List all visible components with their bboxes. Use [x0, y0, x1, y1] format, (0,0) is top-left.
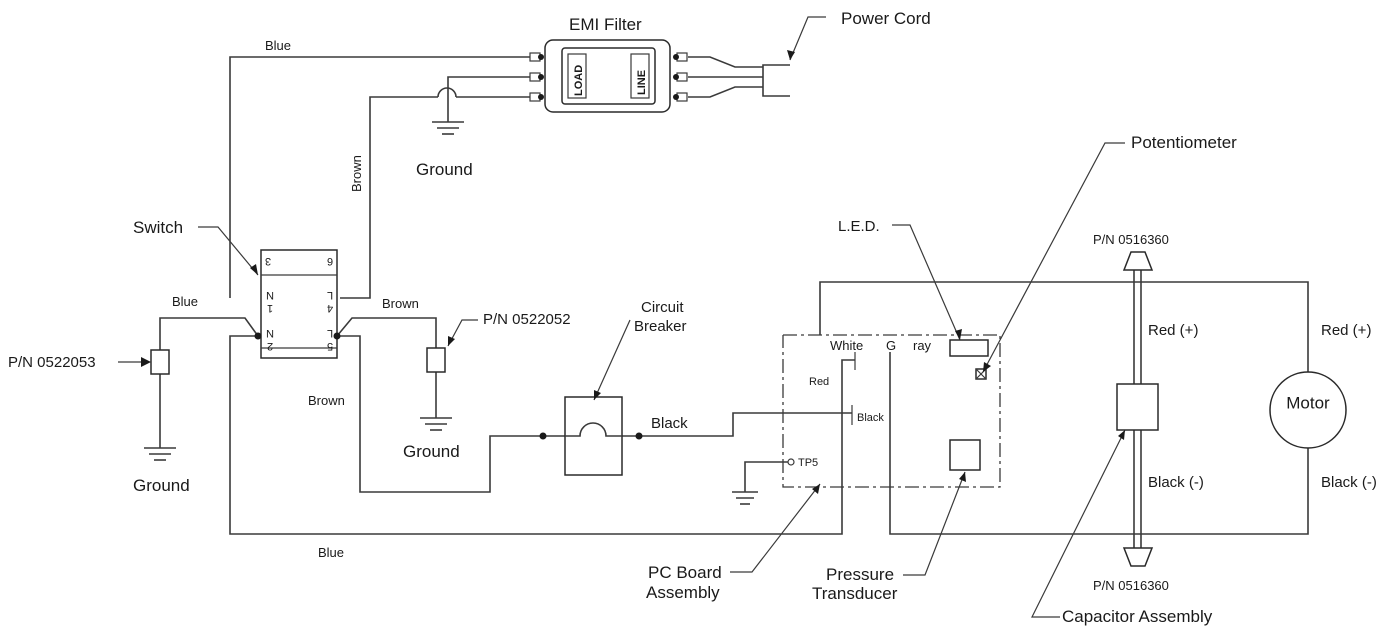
wire-black-breaker [622, 412, 852, 437]
wire-blue-bottom-label: Blue [318, 545, 344, 560]
wire-red-plus-motor-label: Red (+) [1321, 322, 1371, 339]
circuit-breaker [539, 396, 643, 476]
power-cord-label: Power Cord [841, 9, 931, 28]
wire-gray [889, 352, 1137, 535]
ground-symbol-mid [420, 417, 452, 431]
wire-brown-vertical-label: Brown [349, 155, 364, 192]
wire-tp5 [744, 461, 788, 492]
pn-0516360-bottom-label: P/N 0516360 [1093, 578, 1169, 593]
switch-pin-n2: N [266, 327, 274, 339]
pn-0516360-top-label: P/N 0516360 [1093, 232, 1169, 247]
emi-line-text: LINE [636, 70, 648, 95]
wire-blue-top [229, 56, 530, 298]
wire-red-loop [819, 281, 1309, 372]
wire-ray-label: ray [913, 338, 932, 353]
circuit-breaker-label-1: Circuit [641, 299, 684, 316]
pc-board [782, 334, 1001, 488]
wire-white-label: White [830, 338, 863, 353]
pressure-transducer-label-1: Pressure [826, 565, 894, 584]
wire-blue-left [159, 317, 259, 350]
power-cord-plug [762, 64, 790, 97]
pressure-transducer [949, 439, 981, 471]
led-label: L.E.D. [838, 218, 880, 235]
connector-0522052 [426, 347, 446, 373]
capacitor-assembly-label: Capacitor Assembly [1062, 607, 1213, 626]
wire-red-plus-cap-label: Red (+) [1148, 322, 1198, 339]
switch-pin-6: 6 [327, 255, 333, 267]
pc-board-label-2: Assembly [646, 583, 720, 602]
wire-brown-hop [437, 87, 457, 98]
wire-cord-top [688, 56, 763, 68]
pn-0522052-label: P/N 0522052 [483, 311, 571, 328]
wires [159, 56, 1309, 548]
wire-blue-top-label: Blue [265, 38, 291, 53]
wire-brown-lower-label: Brown [308, 393, 345, 408]
wire-black-breaker-label: Black [651, 415, 688, 432]
wire-brown-lower [337, 335, 565, 493]
wire-black-minus-cap-label: Black (-) [1148, 474, 1204, 491]
emi-load-text: LOAD [573, 65, 585, 96]
pressure-transducer-label-2: Transducer [812, 584, 898, 603]
potentiometer-label: Potentiometer [1131, 133, 1237, 152]
leader-lines [118, 16, 1126, 618]
emi-filter-title: EMI Filter [569, 15, 642, 34]
labels: EMI Filter Power Cord Blue Brown Ground … [8, 9, 1377, 626]
wire-black-motor [1137, 448, 1309, 535]
wire-brown-top [340, 96, 438, 299]
circuit-breaker-label-2: Breaker [634, 318, 687, 335]
switch-label: Switch [133, 218, 183, 237]
wire-blue-left-label: Blue [172, 294, 198, 309]
switch-pin-2: 2 [267, 340, 273, 352]
wire-blue-bottom [229, 335, 855, 535]
switch: 3 6 N L 1 4 N L 2 5 [254, 249, 341, 359]
ground-symbol-tp5 [732, 491, 758, 505]
switch-pin-1: 1 [267, 302, 273, 314]
wire-g-label: G [886, 338, 896, 353]
wire-cord-bot [688, 86, 763, 98]
switch-pin-3: 3 [265, 255, 271, 267]
connector-0522053 [150, 349, 170, 375]
wire-black-minus-motor-label: Black (-) [1321, 474, 1377, 491]
wire-emi-ground [447, 76, 530, 122]
ground-label-emi: Ground [416, 160, 473, 179]
led [949, 339, 989, 357]
wire-black-pcb-label: Black [857, 412, 884, 424]
tp5-label: TP5 [798, 457, 818, 469]
wire-brown-right [336, 317, 437, 348]
motor-label: Motor [1286, 393, 1330, 412]
ground-label-left: Ground [133, 476, 190, 495]
switch-pin-n1: N [266, 289, 274, 301]
switch-pin-5: 5 [327, 340, 333, 352]
wire-brown-right-label: Brown [382, 296, 419, 311]
ground-symbol-left [144, 447, 176, 461]
switch-pin-4: 4 [327, 302, 333, 314]
emi-filter: LOAD LINE [529, 39, 688, 113]
ground-label-mid: Ground [403, 442, 460, 461]
wire-red-pcb-label: Red [809, 376, 829, 388]
capacitor-assembly [1116, 251, 1159, 567]
switch-pin-l2: L [327, 327, 333, 339]
pn-0522053-label: P/N 0522053 [8, 354, 96, 371]
motor [1269, 371, 1347, 449]
switch-pin-l1: L [327, 289, 333, 301]
ground-symbol-emi [432, 121, 464, 135]
pc-board-label-1: PC Board [648, 563, 722, 582]
